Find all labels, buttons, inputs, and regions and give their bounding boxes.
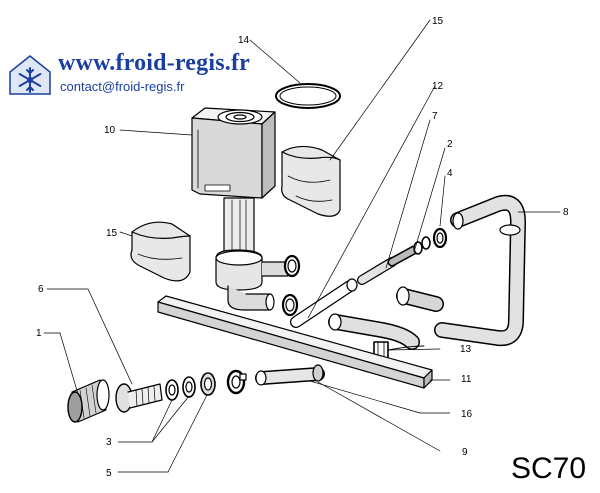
contact-email[interactable]: contact@froid-regis.fr <box>60 79 185 94</box>
callout-1: 1 <box>36 328 42 339</box>
hose-clamp <box>281 254 301 317</box>
callout-5: 5 <box>106 468 112 479</box>
leader-lines <box>43 19 561 473</box>
callout-7: 7 <box>432 111 438 122</box>
snowflake-house-icon <box>9 55 51 95</box>
outlet-pipe <box>396 194 526 347</box>
callout-8: 8 <box>563 207 569 218</box>
inlet-filter <box>67 379 110 423</box>
callout-14: 14 <box>238 35 250 46</box>
callout-13: 13 <box>460 344 472 355</box>
callout-10: 10 <box>104 125 116 136</box>
model-label: SC70 <box>511 452 587 485</box>
callout-2: 2 <box>447 139 453 150</box>
callout-11: 11 <box>461 374 472 385</box>
drain-tube <box>255 364 325 386</box>
hose-connector <box>328 313 425 359</box>
sealing-washer <box>165 372 216 401</box>
support-bar <box>157 295 433 389</box>
callout-12: 12 <box>432 81 444 92</box>
callout-16: 16 <box>461 409 473 420</box>
site-url[interactable]: www.froid-regis.fr <box>58 50 251 76</box>
callout-6: 6 <box>38 284 44 295</box>
callout-15-top: 15 <box>432 16 444 27</box>
o-ring-gasket <box>275 83 341 109</box>
callout-15-left: 15 <box>106 228 118 239</box>
inlet-clamp <box>226 369 247 395</box>
callout-4: 4 <box>447 168 453 179</box>
callout-3: 3 <box>106 437 112 448</box>
threaded-nipple <box>115 383 163 413</box>
insulation-shell <box>130 145 341 282</box>
pump-column <box>215 197 289 311</box>
motor-block <box>191 107 276 199</box>
threaded-fitting <box>387 227 448 267</box>
callout-9: 9 <box>462 447 468 458</box>
